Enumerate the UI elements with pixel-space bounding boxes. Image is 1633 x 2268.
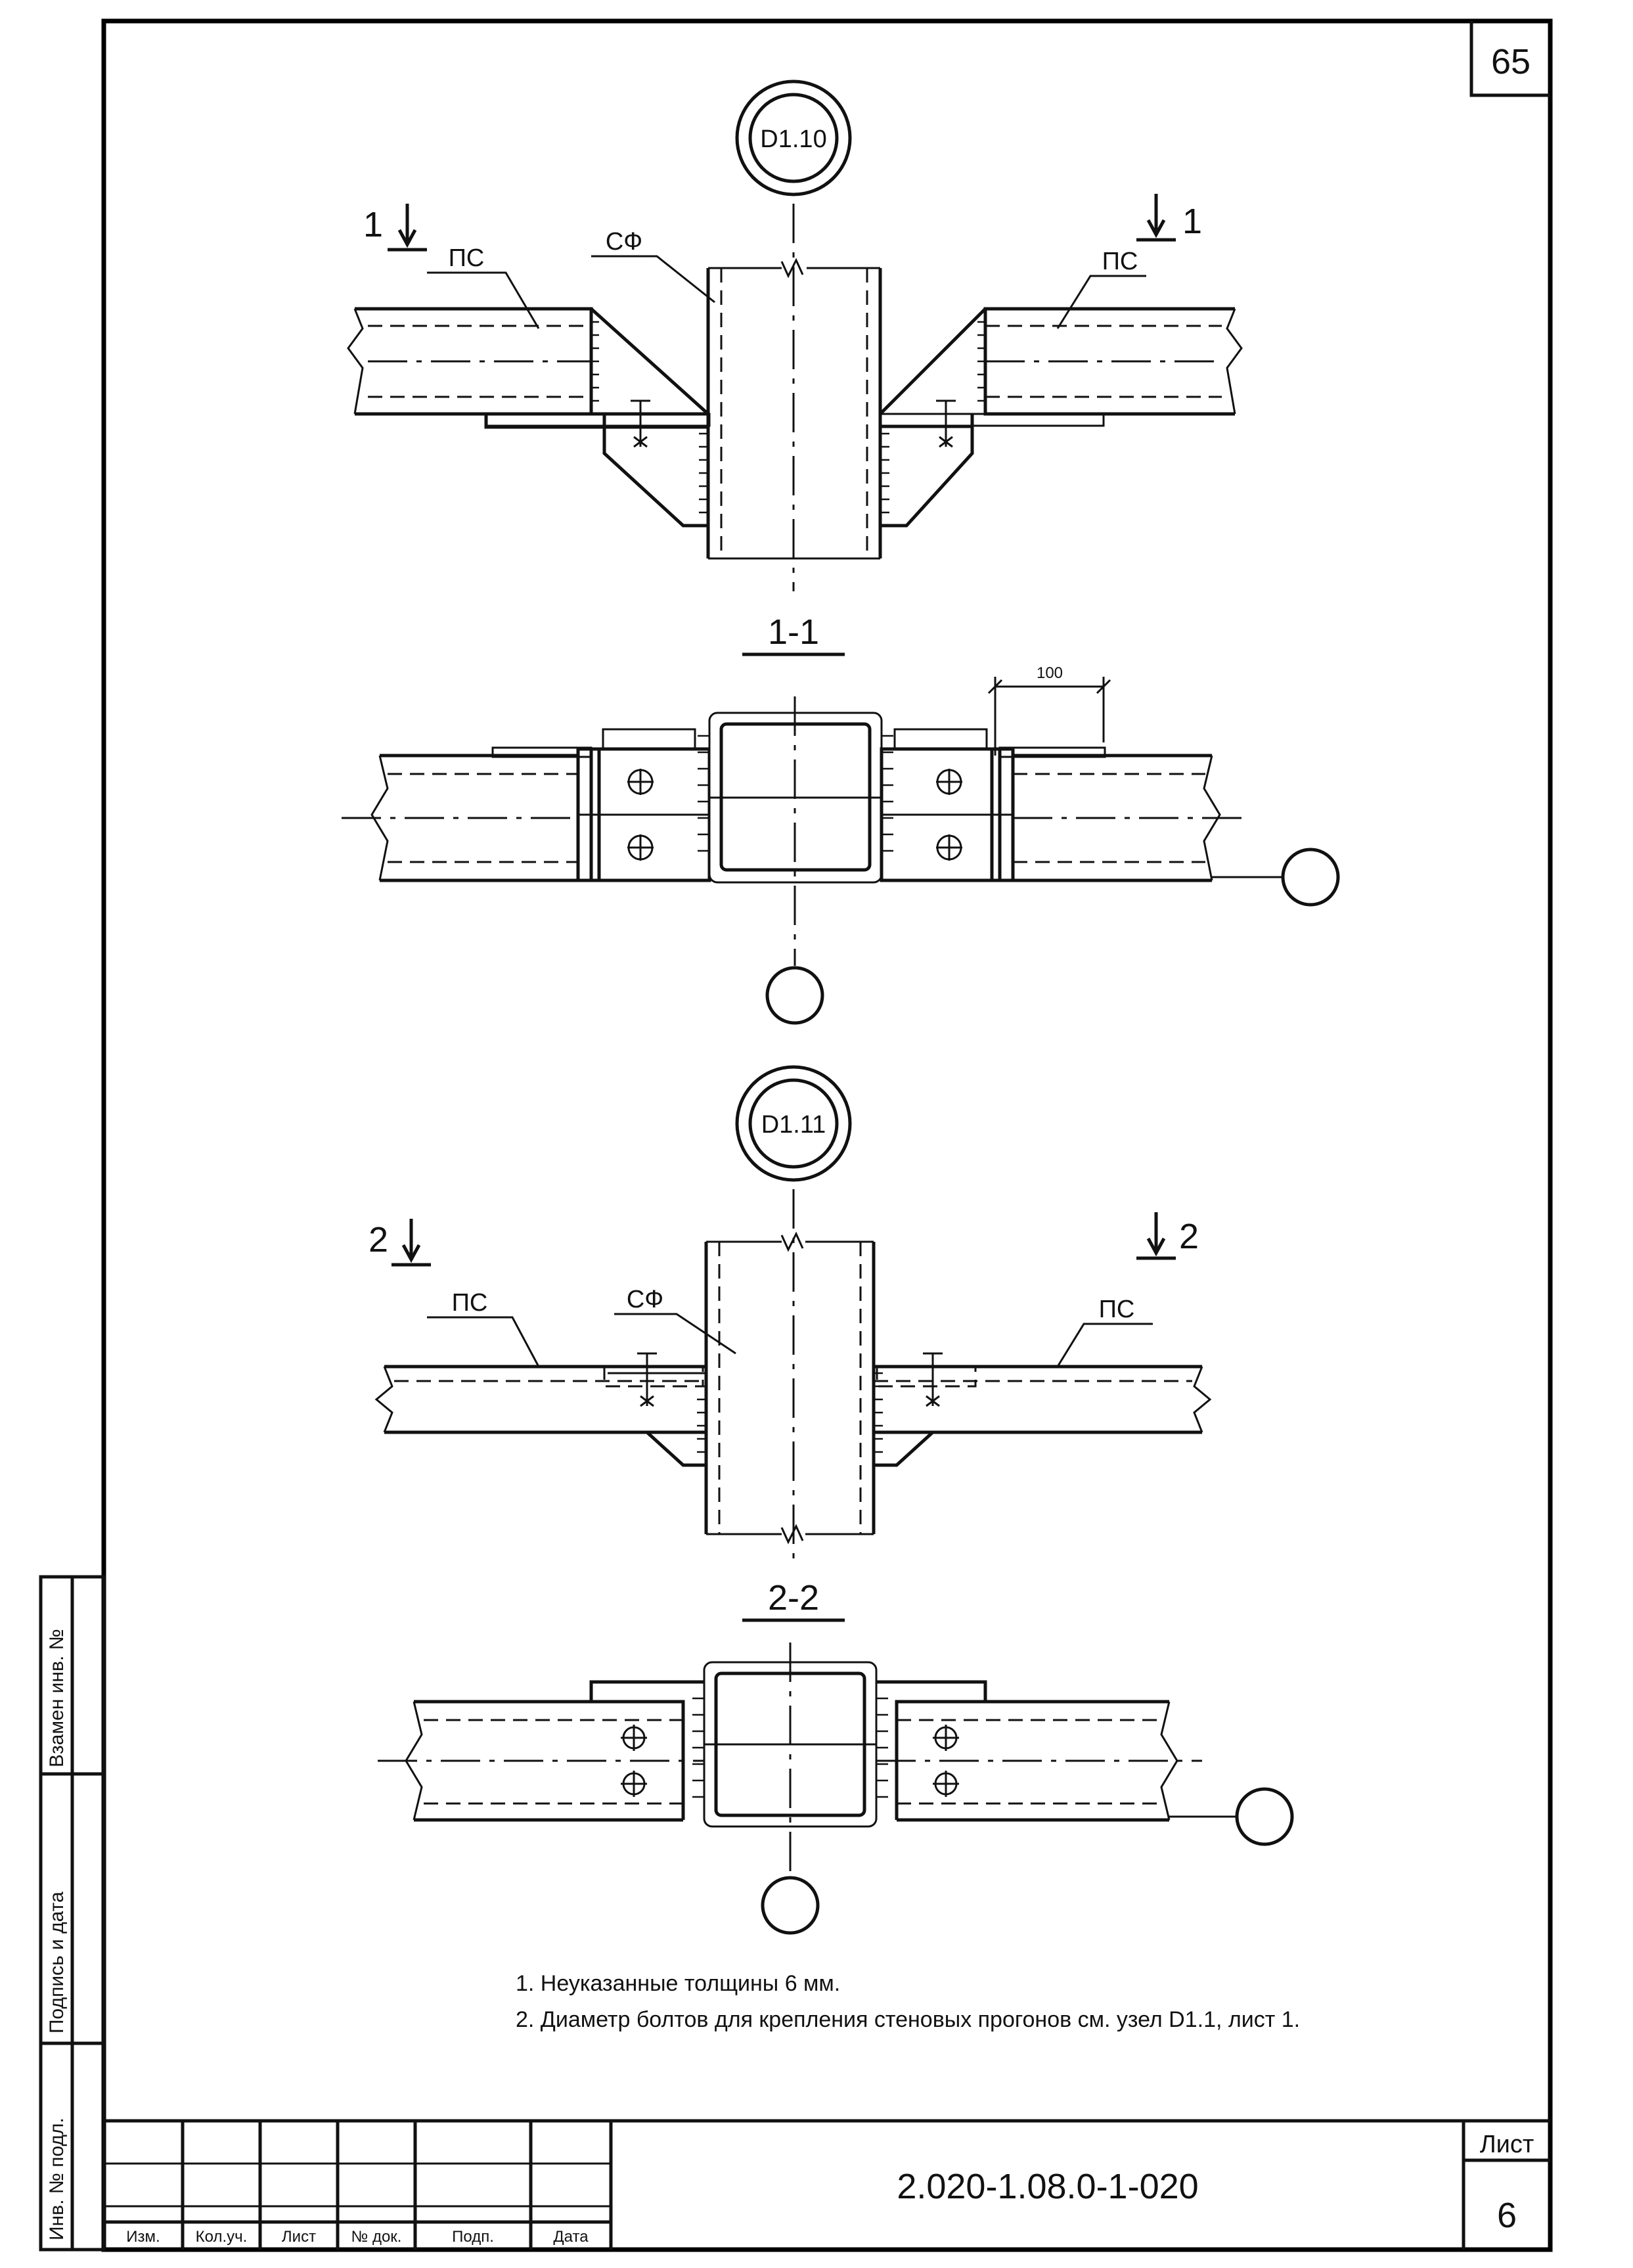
node1-elevation: D1.10 xyxy=(347,79,1243,591)
node2-bolt-group-left xyxy=(621,1725,647,1797)
node1-section-title: 1-1 xyxy=(768,612,819,652)
col-signature: Подп. xyxy=(452,2228,494,2246)
side-stamp-signature: Подпись и дата xyxy=(46,1892,68,2033)
document-code: 2.020-1.08.0-1-020 xyxy=(897,2167,1198,2206)
sheet-frame xyxy=(101,18,1553,2252)
note-2: 2. Диаметр болтов для крепления стеновых… xyxy=(516,2007,1300,2032)
node2-label-column: СФ xyxy=(627,1286,663,1313)
node2-elevation: D1.11 xyxy=(369,1065,1212,1564)
node1-axis-bubble-right xyxy=(1281,848,1340,907)
col-date: Дата xyxy=(553,2228,589,2246)
node1-label-right-beam: ПС xyxy=(1102,248,1138,275)
node1-dimension: 100 xyxy=(1037,664,1063,682)
node1-cut-right: 1 xyxy=(1182,202,1202,241)
node1-cut-left: 1 xyxy=(363,205,383,244)
side-stamp: Взамен инв. № Подпись и дата Инв. № подл… xyxy=(39,1575,106,2252)
page-number-box xyxy=(1469,21,1550,97)
col-doc-number: № док. xyxy=(351,2228,402,2246)
notes: 1. Неуказанные толщины 6 мм. 2. Диаметр … xyxy=(516,1971,1300,2032)
node2-label-right-beam: ПС xyxy=(1099,1296,1135,1323)
sheet-number: 6 xyxy=(1497,2196,1517,2235)
col-sheet: Лист xyxy=(282,2228,316,2246)
node1-bolt-group-right xyxy=(936,769,962,861)
node2-section xyxy=(378,1643,1294,1935)
node2-cut-right: 2 xyxy=(1179,1217,1199,1256)
sheet-label: Лист xyxy=(1480,2131,1534,2158)
node2-label-left-beam: ПС xyxy=(452,1289,488,1317)
node1-id: D1.10 xyxy=(760,125,826,153)
node2-marker-outer xyxy=(735,1065,852,1182)
node2-cut-left: 2 xyxy=(369,1220,388,1259)
node1-bolt-group-left xyxy=(627,769,654,861)
node2-section-title: 2-2 xyxy=(768,1578,819,1618)
node2-marker-inner xyxy=(748,1078,839,1169)
node1-section: 100 xyxy=(342,664,1340,1025)
side-stamp-replacement: Взамен инв. № xyxy=(46,1629,68,1767)
node1-marker-outer xyxy=(735,79,852,196)
node2-bolt-group-right xyxy=(933,1725,959,1797)
node2-id: D1.11 xyxy=(761,1111,826,1139)
page-number: 65 xyxy=(1491,42,1531,81)
col-change: Изм. xyxy=(126,2228,160,2246)
node1-marker-inner xyxy=(748,93,839,183)
node1-axis-bubble-bottom xyxy=(765,966,824,1025)
node1-label-column: СФ xyxy=(606,228,642,256)
node2-axis-bubble-bottom xyxy=(761,1876,820,1935)
node1-label-left-beam: ПС xyxy=(449,244,485,272)
side-stamp-inventory: Инв. № подл. xyxy=(46,2118,68,2240)
title-block: Изм. Кол.уч. Лист № док. Подп. Дата 2.02… xyxy=(104,2119,1550,2250)
node2-axis-bubble-right xyxy=(1235,1787,1294,1846)
note-1: 1. Неуказанные толщины 6 мм. xyxy=(516,1971,840,1996)
col-count: Кол.уч. xyxy=(196,2228,248,2246)
